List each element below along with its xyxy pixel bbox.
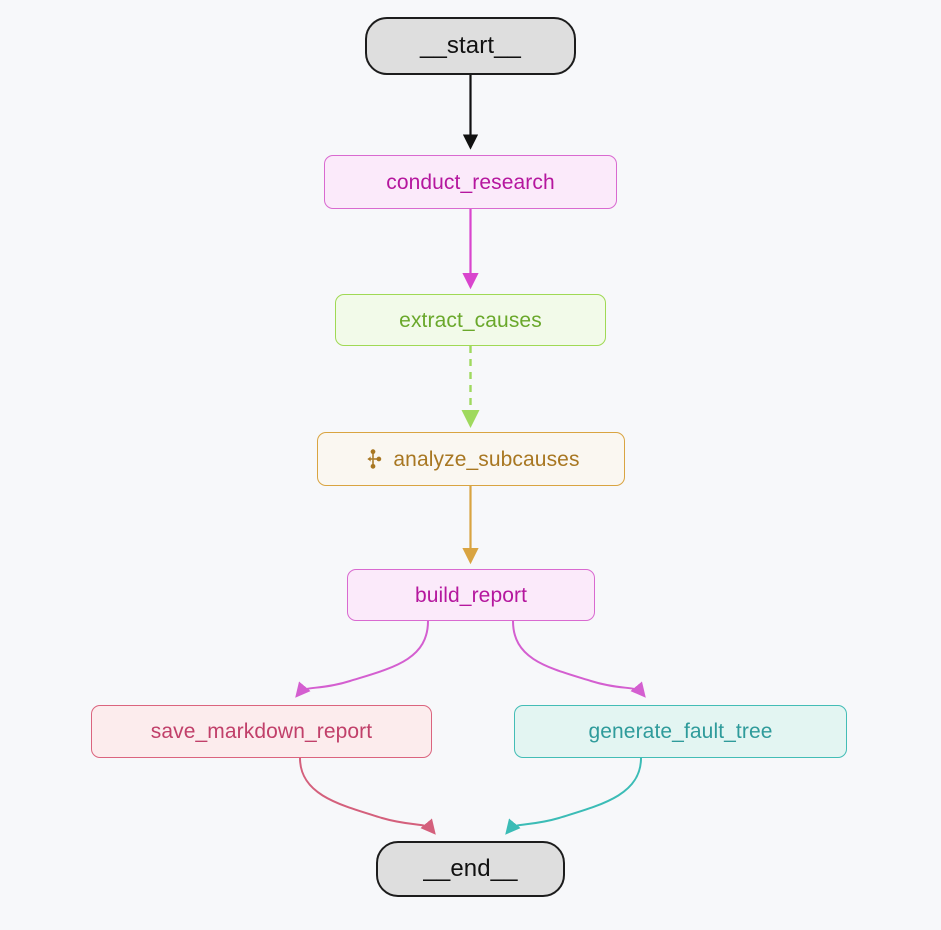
node-end-label: __end__ (423, 855, 518, 882)
node-generate-fault-tree[interactable]: generate_fault_tree (514, 705, 847, 758)
node-extract-causes[interactable]: extract_causes (335, 294, 606, 346)
node-build-report-label: build_report (414, 583, 528, 607)
node-build-report[interactable]: build_report (347, 569, 595, 621)
node-conduct-research[interactable]: conduct_research (324, 155, 617, 209)
node-start-label: __start__ (420, 32, 521, 59)
edge-save-markdown-report-to-end (299, 757, 436, 835)
node-analyze-subcauses-label: analyze_subcauses (393, 447, 580, 471)
node-end[interactable]: __end__ (376, 841, 565, 897)
node-start[interactable]: __start__ (365, 17, 576, 75)
subgraph-icon (362, 448, 384, 470)
edge-build-report-to-generate-fault-tree (512, 620, 646, 698)
edge-generate-fault-tree-to-end (505, 757, 642, 835)
node-save-markdown-report-label: save_markdown_report (150, 720, 373, 743)
node-conduct-research-label: conduct_research (386, 170, 555, 194)
node-save-markdown-report[interactable]: save_markdown_report (91, 705, 432, 758)
node-extract-causes-label: extract_causes (399, 308, 542, 332)
node-analyze-subcauses[interactable]: analyze_subcauses (317, 432, 625, 486)
edge-build-report-to-save-markdown-report (295, 620, 429, 698)
node-generate-fault-tree-label: generate_fault_tree (588, 720, 773, 743)
